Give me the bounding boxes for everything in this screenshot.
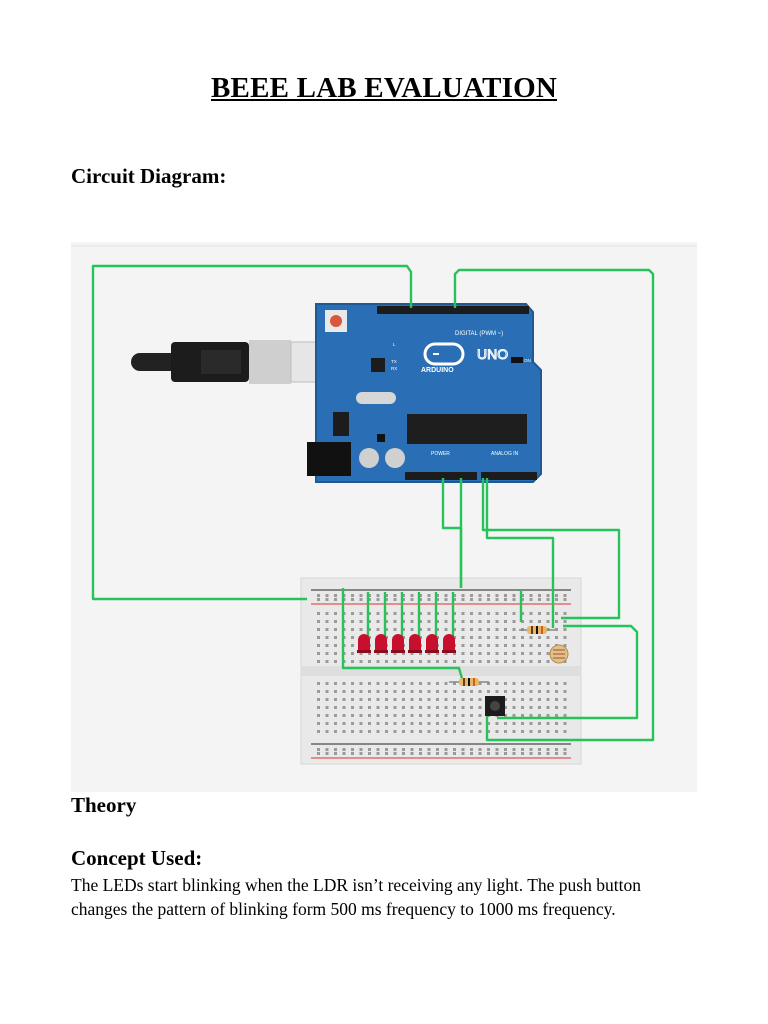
circuit-diagram-svg: UNO ARDUINO DIGITAL (PWM ~) POWER ANALOG… (71, 242, 697, 792)
digital-label-text: DIGITAL (PWM ~) (455, 331, 503, 337)
led-2 (374, 592, 388, 653)
breadboard-holes (317, 594, 567, 755)
led-4 (408, 592, 422, 653)
tx-label-text: TX (391, 359, 397, 364)
concept-description: The LEDs start blinking when the LDR isn… (71, 875, 641, 919)
theory-heading: Theory (71, 793, 137, 817)
document-title: BEEE LAB EVALUATION (211, 72, 557, 104)
resistor-1 (449, 678, 489, 686)
analog-label-text: ANALOG IN (491, 451, 519, 457)
circuit-diagram-heading: Circuit Diagram: (71, 164, 227, 188)
resistor-2 (519, 626, 555, 634)
led-3 (391, 592, 405, 653)
concept-used-heading: Concept Used: (71, 846, 203, 870)
push-button (485, 696, 505, 716)
ldr-sensor (549, 644, 569, 664)
usb-cable (131, 340, 350, 384)
wires (91, 264, 655, 742)
board-brand-text: ARDUINO (421, 367, 454, 374)
rx-label-text: RX (391, 366, 397, 371)
board-model-text: UNO (477, 346, 508, 362)
on-label-text: ON (524, 358, 531, 363)
circuit-diagram-figure: UNO ARDUINO DIGITAL (PWM ~) POWER ANALOG… (71, 242, 697, 792)
led-group (357, 592, 456, 653)
arduino-uno-board: UNO ARDUINO DIGITAL (PWM ~) POWER ANALOG… (307, 303, 542, 483)
l-label-text: L (393, 342, 396, 347)
led-1 (357, 592, 371, 653)
power-label-text: POWER (431, 451, 450, 457)
led-5 (425, 592, 439, 653)
breadboard (300, 577, 582, 765)
led-6 (442, 592, 456, 653)
